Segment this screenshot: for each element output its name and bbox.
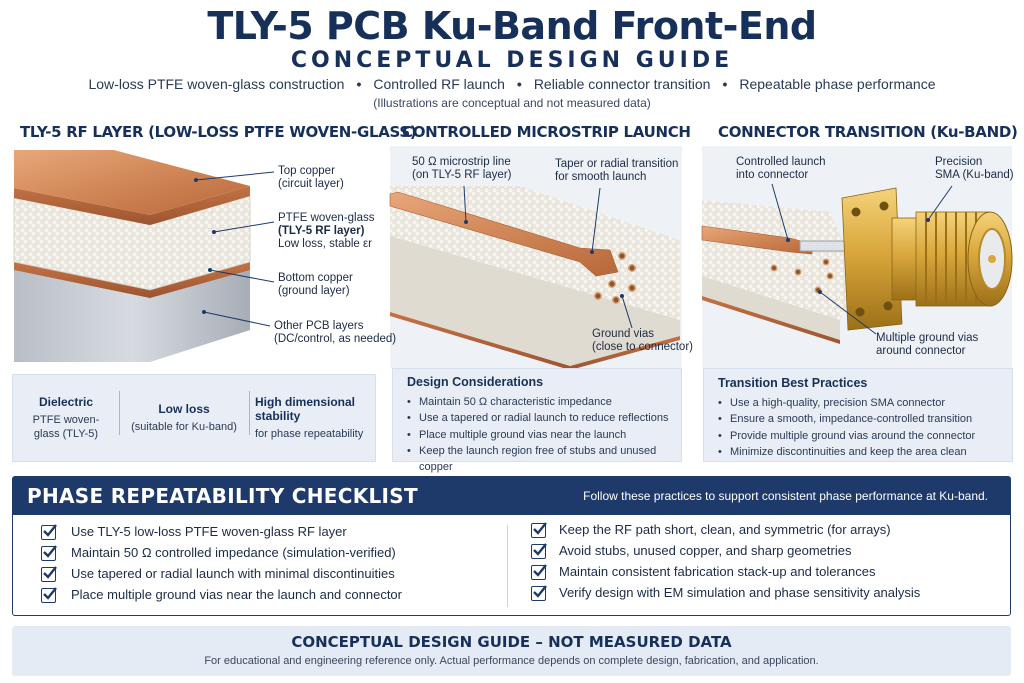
label-sma-title: Precision bbox=[935, 156, 983, 168]
panel2-title: CONTROLLED MICROSTRIP LAUNCH bbox=[402, 123, 691, 141]
label-vias-sub: (close to connector) bbox=[592, 341, 693, 353]
layer-stack-illustration bbox=[13, 150, 275, 362]
checklist-divider bbox=[507, 525, 508, 607]
illustration-disclaimer: (Illustrations are conceptual and not me… bbox=[373, 96, 651, 110]
footer-banner: CONCEPTUAL DESIGN GUIDE – NOT MEASURED D… bbox=[12, 626, 1011, 676]
feature-bullet: Controlled RF launch bbox=[373, 76, 505, 92]
label-precision-sma: Precision SMA (Ku-band) bbox=[935, 156, 1014, 182]
checkbox-icon bbox=[41, 545, 57, 561]
phase-repeatability-checklist: PHASE REPEATABILITY CHECKLIST Follow the… bbox=[12, 476, 1011, 616]
checklist-title: PHASE REPEATABILITY CHECKLIST bbox=[27, 484, 418, 508]
list-item: Place multiple ground vias near the laun… bbox=[407, 427, 681, 444]
summary-stability-text: for phase repeatability bbox=[255, 428, 364, 440]
label-other-layers: Other PCB layers (DC/control, as needed) bbox=[274, 320, 396, 346]
summary-low-loss-heading: Low loss bbox=[158, 402, 210, 416]
feature-bullet: Reliable connector transition bbox=[533, 76, 711, 92]
label-ptfe-title: PTFE woven-glass bbox=[278, 212, 375, 224]
summary-stability-heading: High dimensional stability bbox=[255, 395, 356, 423]
checklist-item: Maintain consistent fabrication stack-up… bbox=[559, 564, 876, 579]
page-title: TLY-5 PCB Ku-Band Front-End bbox=[207, 4, 817, 48]
label-taper: Taper or radial transition for smooth la… bbox=[555, 158, 678, 184]
summary-dielectric-heading: Dielectric bbox=[38, 395, 94, 409]
label-bottom-copper-title: Bottom copper bbox=[278, 272, 353, 284]
list-item: Ensure a smooth, impedance-controlled tr… bbox=[718, 411, 1012, 428]
label-bottom-copper-sub: (ground layer) bbox=[278, 285, 350, 297]
checklist-item: Maintain 50 Ω controlled impedance (simu… bbox=[71, 545, 396, 560]
label-taper-sub: for smooth launch bbox=[555, 171, 647, 183]
label-ptfe-sub: Low loss, stable εr bbox=[278, 238, 372, 250]
checklist-item: Use TLY-5 low-loss PTFE woven-glass RF l… bbox=[71, 524, 347, 539]
label-ptfe: PTFE woven-glass (TLY-5 RF layer) Low lo… bbox=[278, 212, 375, 251]
label-other-layers-title: Other PCB layers bbox=[274, 320, 364, 332]
dielectric-summary-box: Dielectric PTFE woven-glass (TLY-5) Low … bbox=[12, 374, 376, 462]
feature-bullets: Low-loss PTFE woven-glass construction•C… bbox=[88, 76, 936, 92]
checklist-item: Place multiple ground vias near the laun… bbox=[71, 587, 402, 602]
checklist-item: Use tapered or radial launch with minima… bbox=[71, 566, 395, 581]
list-item: Provide multiple ground vias around the … bbox=[718, 428, 1012, 445]
checkbox-icon bbox=[41, 587, 57, 603]
panel3-title: CONNECTOR TRANSITION (Ku-BAND) bbox=[718, 123, 1018, 141]
label-ground-vias: Ground vias (close to connector) bbox=[592, 328, 693, 354]
summary-dielectric: Dielectric PTFE woven-glass (TLY-5) bbox=[13, 375, 119, 461]
checklist-item: Avoid stubs, unused copper, and sharp ge… bbox=[559, 543, 852, 558]
list-item: Use a high-quality, precision SMA connec… bbox=[718, 395, 1012, 412]
design-considerations-list: Maintain 50 Ω characteristic impedance U… bbox=[407, 394, 681, 475]
list-item: Minimize discontinuities and keep the ar… bbox=[718, 444, 1012, 461]
summary-divider bbox=[249, 391, 250, 435]
label-taper-title: Taper or radial transition bbox=[555, 158, 679, 170]
label-other-layers-sub: (DC/control, as needed) bbox=[274, 333, 397, 345]
design-considerations-title: Design Considerations bbox=[407, 375, 544, 389]
checkbox-icon bbox=[41, 566, 57, 582]
panel1-title: TLY-5 RF LAYER (LOW-LOSS PTFE WOVEN-GLAS… bbox=[20, 123, 417, 141]
checklist-item: Keep the RF path short, clean, and symme… bbox=[559, 522, 891, 537]
feature-bullet: Low-loss PTFE woven-glass construction bbox=[88, 76, 345, 92]
summary-dielectric-text: PTFE woven-glass (TLY-5) bbox=[32, 414, 100, 440]
summary-divider bbox=[119, 391, 120, 435]
label-mvias-title: Multiple ground vias bbox=[876, 332, 979, 344]
label-multiple-vias: Multiple ground vias around connector bbox=[876, 332, 978, 358]
label-line-title: 50 Ω microstrip line bbox=[412, 156, 511, 168]
label-top-copper-title: Top copper bbox=[278, 165, 335, 177]
label-mvias-sub: around connector bbox=[876, 345, 966, 357]
label-launch-sub: into connector bbox=[736, 169, 809, 181]
checkbox-icon bbox=[531, 543, 547, 559]
illustration-artwork bbox=[13, 146, 1013, 370]
list-item: Use a tapered or radial launch to reduce… bbox=[407, 410, 681, 427]
feature-bullet: Repeatable phase performance bbox=[739, 76, 936, 92]
summary-low-loss-text: (suitable for Ku-band) bbox=[131, 421, 237, 433]
label-controlled-launch: Controlled launch into connector bbox=[736, 156, 826, 182]
footer-text: For educational and engineering referenc… bbox=[204, 655, 819, 667]
checkbox-icon bbox=[41, 524, 57, 540]
summary-stability: High dimensional stability for phase rep… bbox=[255, 375, 373, 461]
checkbox-icon bbox=[531, 585, 547, 601]
page-subtitle: CONCEPTUAL DESIGN GUIDE bbox=[290, 48, 734, 73]
label-launch-title: Controlled launch bbox=[736, 156, 826, 168]
transition-best-practices-box: Transition Best Practices Use a high-qua… bbox=[703, 368, 1013, 462]
summary-low-loss: Low loss (suitable for Ku-band) bbox=[119, 375, 249, 461]
connector-transition-illustration bbox=[701, 146, 1013, 368]
label-microstrip-line: 50 Ω microstrip line (on TLY-5 RF layer) bbox=[412, 156, 512, 182]
transition-best-practices-title: Transition Best Practices bbox=[718, 376, 868, 390]
transition-best-practices-list: Use a high-quality, precision SMA connec… bbox=[718, 395, 1012, 460]
footer-title: CONCEPTUAL DESIGN GUIDE – NOT MEASURED D… bbox=[291, 633, 732, 651]
design-considerations-box: Design Considerations Maintain 50 Ω char… bbox=[392, 368, 682, 473]
list-item: Keep the launch region free of stubs and… bbox=[407, 443, 681, 476]
label-bottom-copper: Bottom copper (ground layer) bbox=[278, 272, 353, 298]
list-item: Maintain 50 Ω characteristic impedance bbox=[407, 394, 681, 411]
microstrip-launch-illustration bbox=[389, 146, 682, 370]
label-line-sub: (on TLY-5 RF layer) bbox=[412, 169, 512, 181]
checkbox-icon bbox=[531, 522, 547, 538]
checklist-note: Follow these practices to support consis… bbox=[583, 489, 988, 503]
label-top-copper: Top copper (circuit layer) bbox=[278, 165, 344, 191]
label-vias-title: Ground vias bbox=[592, 328, 655, 340]
checklist-header: PHASE REPEATABILITY CHECKLIST Follow the… bbox=[13, 477, 1010, 515]
label-ptfe-bold: (TLY-5 RF layer) bbox=[278, 225, 365, 237]
checklist-item: Verify design with EM simulation and pha… bbox=[559, 585, 921, 600]
checkbox-icon bbox=[531, 564, 547, 580]
label-sma-sub: SMA (Ku-band) bbox=[935, 169, 1014, 181]
label-top-copper-sub: (circuit layer) bbox=[278, 178, 344, 190]
